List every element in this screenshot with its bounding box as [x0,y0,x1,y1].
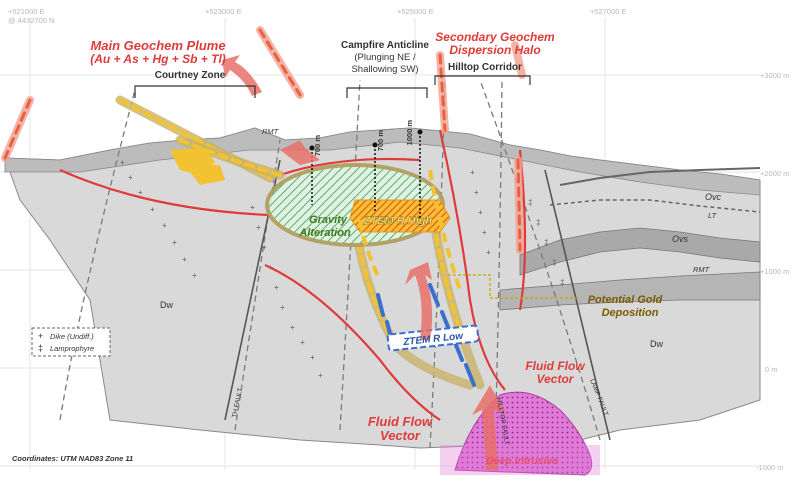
svg-text:+: + [192,271,197,280]
secondary-halo-subtitle: Dispersion Halo [449,43,540,57]
drill-depth-3: 1000 m [405,120,414,146]
campfire-anticline-title: Campfire Anticline [341,40,429,51]
svg-text:+: + [478,208,483,217]
svg-text:+: + [120,158,125,167]
deposition-label: Deposition [602,307,659,319]
ovs-label: Ovs [672,234,689,244]
dw-left-label: Dw [160,300,173,310]
svg-text:+: + [162,221,167,230]
main-plume-subtitle: (Au + As + Hg + Sb + Tl) [90,52,226,66]
svg-text:+: + [290,323,295,332]
ztem-low-box [386,324,480,352]
lt-line [549,199,761,213]
ztem-high-zone [349,199,451,233]
lt-label: LT [708,211,718,220]
tick-0m: 0 m [765,365,778,374]
tick-e-525000: +525000 E [397,7,434,16]
legend-dike-symbol: + [38,331,43,341]
legend-lamp-symbol: ‡ [38,343,43,353]
ovs-layer [519,227,761,276]
fluid-flow-arrows [222,55,505,470]
fluid-flow-right-title: Fluid Flow [525,359,585,373]
potential-gold-leader [448,274,580,299]
tick-3000m: +3000 m [760,71,789,80]
tick-2000m: +2000 m [760,169,789,178]
courtney-zone-label: Courtney Zone [155,70,226,81]
svg-text:+: + [318,371,323,380]
tick-1000m: +1000 m [760,267,789,276]
svg-text:‡: ‡ [560,278,564,287]
potential-gold-label: Potential Gold [588,294,663,306]
plume-lines [1,26,526,254]
tick-e-523000: +523000 E [205,7,242,16]
tick-e-527000: +527000 E [590,7,627,16]
svg-text:+: + [300,338,305,347]
alteration-label: Alteration [298,227,351,239]
dike-crosses: +++ +++ ++ +++ +++ ++++ +++ ++ ‡‡‡ ‡‡‡ [120,158,564,380]
fluid-flow-bottom-subtitle: Vector [380,428,421,443]
svg-text:+: + [482,228,487,237]
ovc-line [559,167,761,186]
hilltop-corridor-label: Hilltop Corridor [448,62,522,73]
coordinates-note: Coordinates: UTM NAD83 Zone 11 [12,454,133,463]
svg-text:+: + [256,223,261,232]
legend-lamprophyre-label: Lamprophyre [50,344,94,353]
rmt-top-label: RMT [262,127,280,136]
svg-text:+: + [474,188,479,197]
tick-minus-1000m: -1000 m [756,463,784,472]
svg-text:‡: ‡ [544,238,548,247]
legend-box [31,327,111,357]
tick-n-4432700: @ 4432700 N [8,16,54,25]
fluid-flow-right-subtitle: Vector [537,372,575,386]
svg-text:+: + [274,283,279,292]
svg-text:‡: ‡ [536,218,540,227]
rmt-right-label: RMT [693,265,711,274]
drill-collars [309,129,423,151]
svg-text:+: + [486,248,491,257]
svg-text:+: + [172,238,177,247]
svg-text:+: + [138,188,143,197]
zone-brackets [134,75,531,98]
svg-text:+: + [310,353,315,362]
legend-dike-label: Dike (Undiff.) [50,332,94,341]
tick-e-521000: +521000 E [8,7,45,16]
ztem-high-label: ZTEM R High [363,215,433,227]
drill-depth-1: 700 m [313,135,322,157]
dashed-structures [59,79,601,449]
svg-text:+: + [280,303,285,312]
svg-text:+: + [150,205,155,214]
campfire-anticline-line3: Shallowing SW) [351,64,418,75]
deep-intrusive-glow [440,445,600,475]
ztem-high-outline [358,219,382,281]
svg-text:+: + [182,255,187,264]
svg-text:+: + [128,173,133,182]
svg-text:+: + [262,243,267,252]
gravity-label: Gravity [309,214,348,226]
svg-text:+: + [470,168,475,177]
deep-intrusive-label: Deep Intrusive [486,455,559,467]
ovc-label: Ovc [705,192,722,202]
drill-depth-2: 700 m [376,130,385,152]
svg-text:‡: ‡ [528,198,532,207]
main-plume-title: Main Geochem Plume [90,38,225,53]
secondary-halo-title: Secondary Geochem [435,30,555,44]
rmt-layer [499,271,761,311]
svg-text:+: + [250,203,255,212]
campfire-anticline-line2: (Plunging NE / [354,52,416,63]
svg-text:‡: ‡ [552,258,556,267]
fluid-flow-bottom-title: Fluid Flow [368,414,433,429]
courtney-gold-patches [170,148,225,185]
dw-right-label: Dw [650,339,663,349]
